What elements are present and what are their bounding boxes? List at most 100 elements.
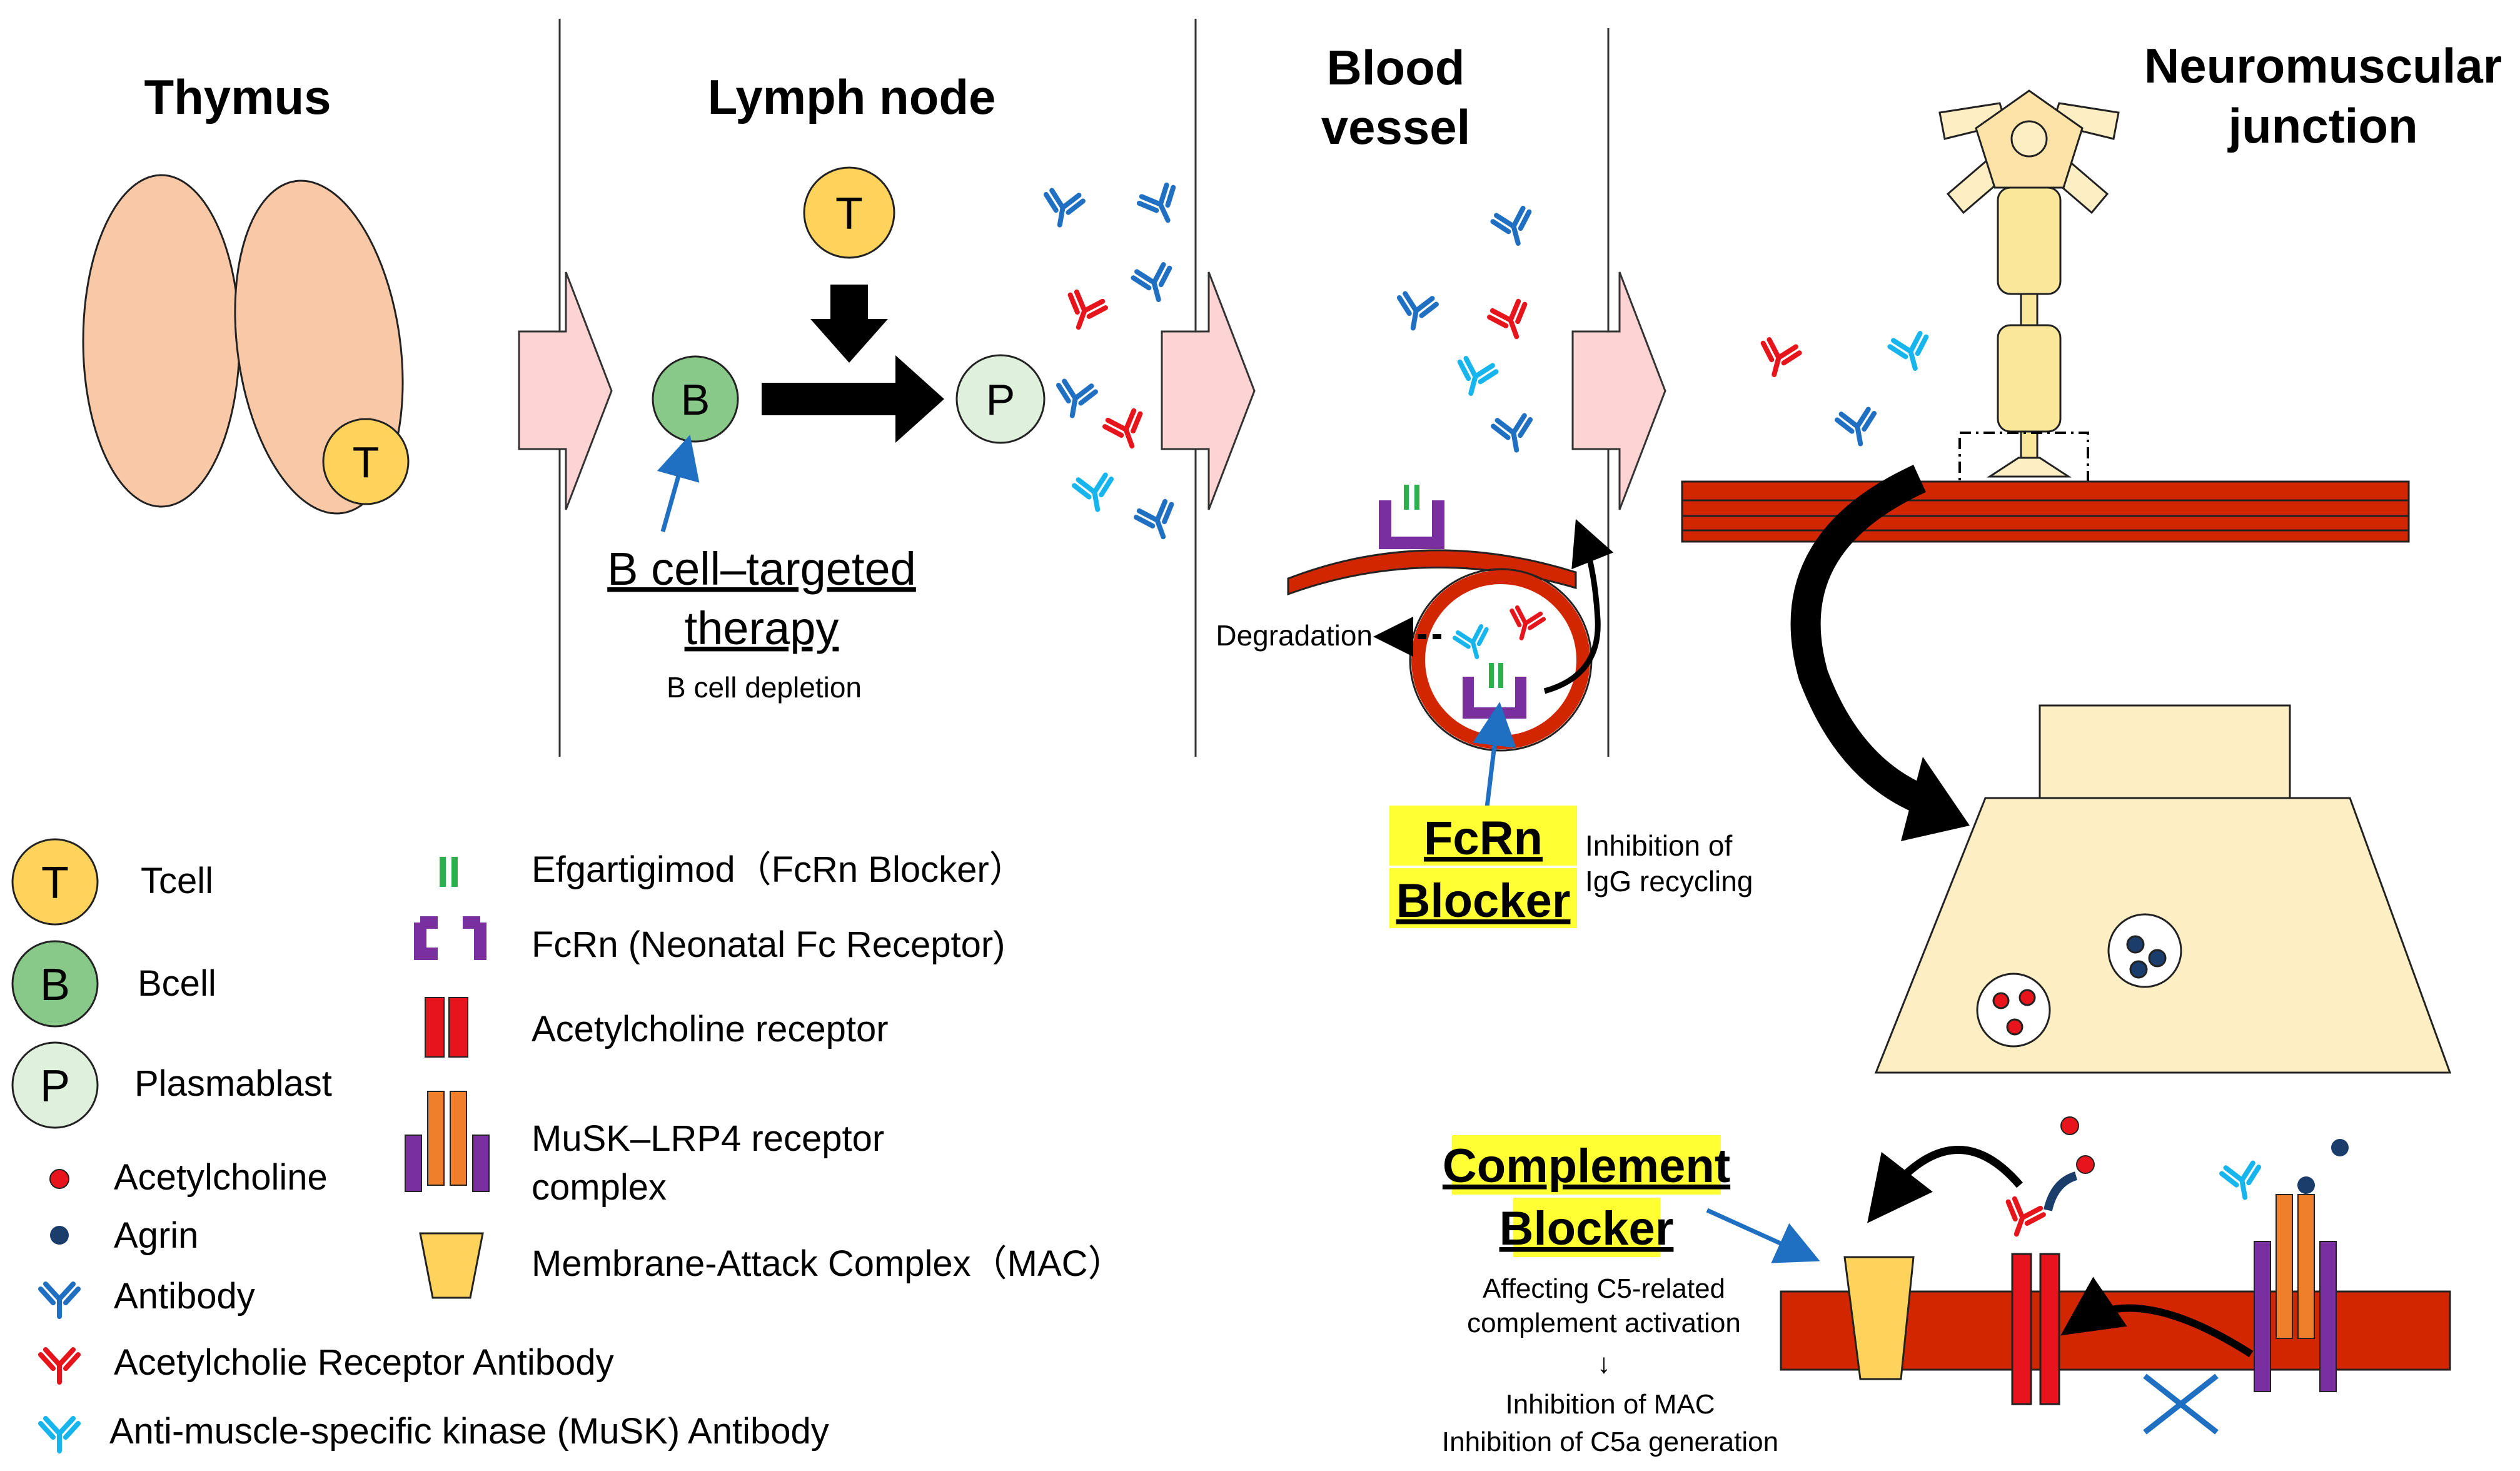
legend-tcell: Tcell xyxy=(141,861,213,901)
svg-text:FcRn: FcRn xyxy=(1424,812,1543,865)
antibody-cluster-blood xyxy=(1394,207,1536,453)
antibody-icon xyxy=(1074,474,1116,513)
antibody-icon xyxy=(1491,207,1536,248)
zoom-arrow xyxy=(1790,465,1938,818)
legend-bcell: Bcell xyxy=(138,963,216,1004)
legend-plasmablast: Plasmablast xyxy=(134,1063,332,1104)
fcrn-blocker-label: FcRn Blocker xyxy=(1389,806,1577,928)
antibody-icon xyxy=(41,1284,78,1317)
b-to-p-arrow xyxy=(762,355,944,443)
antibody-icon xyxy=(41,1418,78,1451)
legend-efgartigimod: Efgartigimod（FcRn Blocker） xyxy=(532,849,1026,890)
pink-arrow-1 xyxy=(518,271,613,510)
complement-blocker-label: Complement Blocker xyxy=(1443,1135,1730,1257)
agrin-dot xyxy=(2297,1176,2315,1194)
antibody-icon xyxy=(2221,1162,2264,1201)
mac-icon xyxy=(1843,1256,1915,1380)
svg-text:Blocker: Blocker xyxy=(1396,874,1571,928)
thymus-t-cell: T xyxy=(322,418,410,505)
blood-vessel-title-1: Blood xyxy=(1327,40,1465,95)
zoom-arrowhead xyxy=(1901,757,1970,841)
mac-icon xyxy=(419,1232,484,1299)
receptor-icon xyxy=(425,997,445,1058)
svg-text:T: T xyxy=(835,189,863,239)
legend-musk-1: MuSK–LRP4 receptor xyxy=(532,1118,884,1159)
legend-achr-antibody: Acetylcholie Receptor Antibody xyxy=(114,1342,614,1383)
acetylcholine-dot xyxy=(2076,1155,2095,1174)
blocked-x-icon xyxy=(2143,1373,2219,1435)
degradation-label: Degradation xyxy=(1216,619,1373,652)
complement-note-1: Affecting C5-related xyxy=(1483,1273,1725,1304)
lymph-plasmablast: P xyxy=(955,354,1046,444)
antibody-icon xyxy=(1137,183,1185,228)
legend-achr: Acetylcholine receptor xyxy=(532,1009,889,1049)
t-help-arrow xyxy=(810,285,888,363)
complement-note-4: Inhibition of C5a generation xyxy=(1442,1427,1778,1457)
flow-arrows xyxy=(518,271,1666,510)
antibody-icon xyxy=(1493,415,1535,453)
pink-arrow-3 xyxy=(1571,271,1666,510)
antibody-icon xyxy=(1061,290,1107,333)
agrin-dot xyxy=(2331,1139,2349,1156)
antibody-icon xyxy=(1488,300,1534,343)
endosome-vessel-wall xyxy=(1287,485,1614,752)
antibody-icon xyxy=(1999,1197,2045,1240)
blood-vessel-title-2: vessel xyxy=(1321,99,1471,154)
clustering-arrow xyxy=(2060,1276,2254,1358)
pink-arrow-2 xyxy=(1161,271,1256,510)
legend-left: T Tcell B Bcell P Plasmablast Acetylchol… xyxy=(11,838,829,1452)
svg-text:Complement: Complement xyxy=(1443,1140,1730,1193)
thymus-title: Thymus xyxy=(144,69,331,124)
fcrn-icon xyxy=(1379,500,1444,549)
receptor-icon xyxy=(2011,1253,2032,1405)
nmj-title-1: Neuromuscular xyxy=(2144,38,2502,93)
antibody-icon xyxy=(1888,332,1933,373)
antibody-icon xyxy=(1454,625,1493,662)
thymus-organ: T xyxy=(82,174,410,515)
svg-text:T: T xyxy=(353,438,380,487)
synapse-magnified xyxy=(1874,704,2452,1074)
bcell-therapy-title-1: B cell–targeted xyxy=(607,543,916,595)
svg-text:P: P xyxy=(986,375,1016,424)
legend-musk-2: complex xyxy=(532,1167,667,1208)
bcell-therapy-sub: B cell depletion xyxy=(667,671,862,704)
antibody-icon xyxy=(1506,607,1545,643)
bcell-therapy-title-2: therapy xyxy=(685,602,839,654)
svg-text:Blocker: Blocker xyxy=(1499,1202,1674,1255)
fcrn-note-2: IgG recycling xyxy=(1585,865,1753,897)
complement-note-arrow: ↓ xyxy=(1597,1348,1611,1379)
legend-antibody: Antibody xyxy=(114,1276,255,1317)
antibody-icon xyxy=(1132,263,1176,305)
antibody-icon xyxy=(1054,380,1096,419)
bcell-therapy-pointer xyxy=(657,435,700,532)
legend-agrin: Agrin xyxy=(114,1215,198,1256)
svg-text:T: T xyxy=(41,858,69,908)
fcrn-note-1: Inhibition of xyxy=(1585,829,1732,862)
receptor-icon xyxy=(2039,1253,2060,1405)
legend-musk-antibody: Anti-muscle-specific kinase (MuSK) Antib… xyxy=(109,1411,829,1452)
antibody-cluster-nmj xyxy=(1756,332,1933,447)
antibody-icon xyxy=(1837,408,1879,447)
antibody-icon xyxy=(41,1350,78,1382)
recycling-arrow xyxy=(1543,518,1614,694)
lymph-t-cell: T xyxy=(803,166,895,259)
antibody-icon xyxy=(1041,190,1084,228)
muscle-fiber xyxy=(1681,480,2410,543)
acetylcholine-dot xyxy=(2060,1116,2079,1135)
fcrn-icon xyxy=(1463,677,1526,719)
neuron-icon xyxy=(1938,89,2120,478)
legend-acetylcholine: Acetylcholine xyxy=(114,1157,328,1198)
complement-pointer xyxy=(1706,1208,1820,1263)
postsynaptic-membrane xyxy=(1780,1194,2451,1435)
activation-arrow xyxy=(1867,1146,2023,1223)
lymph-b-cell: B xyxy=(652,355,739,443)
legend-fcrn: FcRn (Neonatal Fc Receptor) xyxy=(532,924,1005,965)
svg-text:B: B xyxy=(40,960,70,1010)
lymph-node-title: Lymph node xyxy=(708,69,996,124)
fcrn-icon xyxy=(414,916,438,960)
svg-text:P: P xyxy=(40,1061,70,1111)
antibody-icon xyxy=(1394,293,1437,331)
complement-c1-icon xyxy=(2044,1171,2078,1211)
complement-note-2: complement activation xyxy=(1467,1308,1741,1338)
